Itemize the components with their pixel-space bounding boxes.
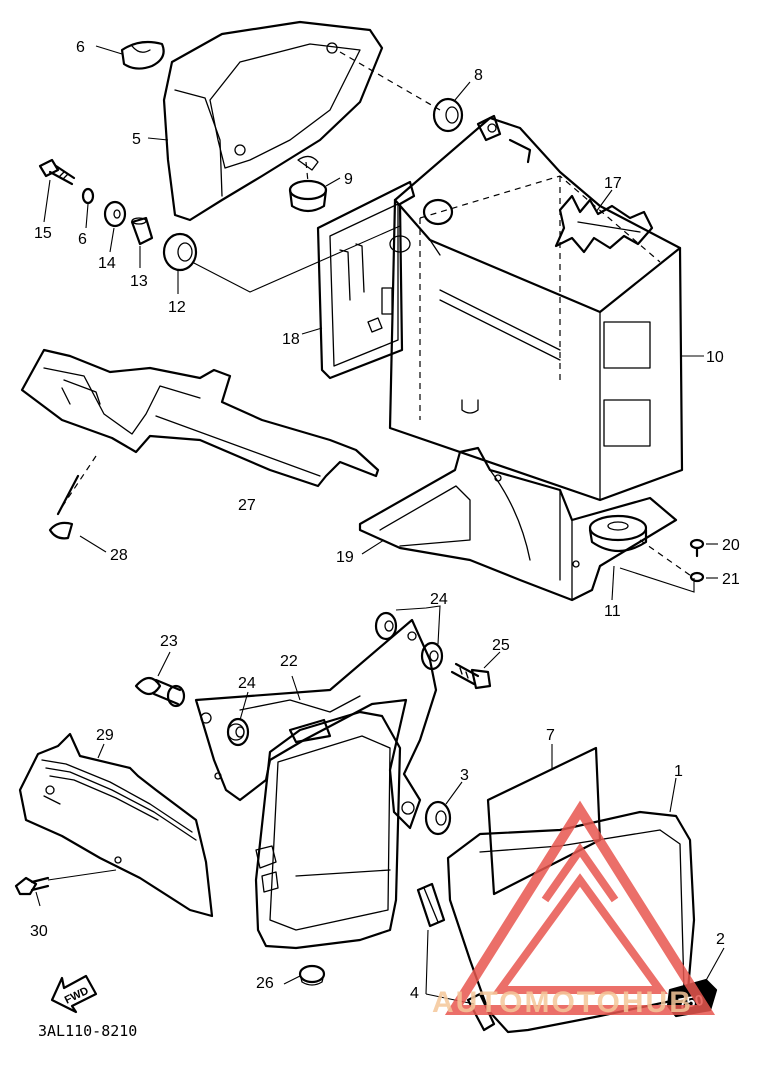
callout-6: 6 (76, 39, 85, 56)
leader-lines (35, 45, 725, 1005)
part-24-washer-upper (374, 611, 398, 641)
callout-15: 15 (34, 225, 52, 242)
part-12-grommet (162, 232, 198, 272)
callout-8: 8 (474, 67, 483, 84)
part-3-grommet (424, 800, 452, 836)
callout-24-top: 24 (430, 591, 448, 608)
callout-labels: 6 5 8 9 17 15 6 14 13 12 18 10 27 28 19 … (30, 39, 740, 1002)
callout-3: 3 (460, 767, 469, 784)
callout-7: 7 (546, 727, 555, 744)
callout-9: 9 (344, 171, 353, 188)
fwd-arrow-icon: FWD (50, 974, 98, 1014)
watermark-logo (444, 800, 716, 1015)
callout-20: 20 (722, 537, 740, 554)
callout-29: 29 (96, 727, 114, 744)
callout-18: 18 (282, 331, 300, 348)
part-19-tray (358, 446, 678, 602)
part-15-bolt (38, 158, 76, 186)
part-24-washer-left (226, 717, 250, 747)
part-23-bolt (134, 676, 186, 708)
callout-23: 23 (160, 633, 178, 650)
part-6-grommet (120, 40, 165, 70)
callout-1: 1 (674, 763, 683, 780)
part-4-pad-lower (466, 992, 496, 1032)
callout-5: 5 (132, 131, 141, 148)
callout-2: 2 (716, 931, 725, 948)
part-21-nut (689, 571, 705, 583)
diagram-code: 3AL110-8210 (38, 1022, 137, 1040)
part-25-bolt (450, 662, 492, 690)
callout-10: 10 (706, 349, 724, 366)
part-11-damper (588, 514, 648, 553)
callout-21: 21 (722, 571, 740, 588)
callout-30: 30 (30, 923, 48, 940)
part-18-bracket (316, 180, 416, 380)
part-24-washer-lower (420, 641, 444, 671)
callout-26: 26 (256, 975, 274, 992)
callout-19: 19 (336, 549, 354, 566)
part-20-bolt (689, 538, 705, 558)
part-4-pad-upper (416, 882, 446, 928)
callout-17: 17 (604, 175, 622, 192)
part-9-damper (288, 179, 328, 213)
watermark-text: AUTOMOTOHUB (432, 986, 693, 1019)
part-27-bracket (20, 348, 380, 488)
callout-6b: 6 (78, 231, 87, 248)
callout-28: 28 (110, 547, 128, 564)
part-13-collar (130, 216, 154, 246)
callout-12: 12 (168, 299, 186, 316)
callout-4: 4 (410, 985, 419, 1002)
part-22-bracket (194, 618, 438, 830)
callout-14: 14 (98, 255, 116, 272)
part-17-band (554, 194, 654, 254)
part-5-side-cover (162, 20, 384, 222)
part-22-tank (254, 710, 402, 950)
callout-13: 13 (130, 273, 148, 290)
part-28-pin (48, 474, 80, 540)
callout-24-left: 24 (238, 675, 256, 692)
part-26-grommet (298, 964, 326, 986)
part-30-bolt (14, 876, 50, 896)
callout-27: 27 (238, 497, 256, 514)
callout-25: 25 (492, 637, 510, 654)
part-10-battery-box (388, 114, 684, 502)
callout-11: 11 (604, 603, 621, 620)
part-29-side-cover (18, 732, 214, 918)
part-8-grommet (432, 97, 464, 133)
part-6-washer (81, 187, 95, 205)
callout-22: 22 (280, 653, 298, 670)
part-14-washer (103, 200, 127, 228)
